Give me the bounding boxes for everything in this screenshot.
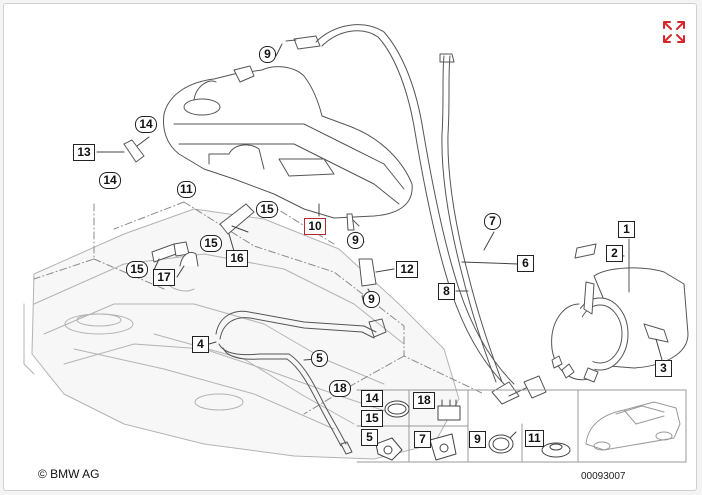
vent-hoses (285, 24, 515, 387)
callout-15-upper[interactable]: 15 (256, 201, 278, 218)
callout-5-detail[interactable]: 5 (361, 429, 378, 446)
callout-15-middle[interactable]: 15 (200, 235, 222, 252)
callout-3[interactable]: 3 (655, 360, 672, 377)
callout-15-left[interactable]: 15 (126, 261, 148, 278)
callout-4[interactable]: 4 (192, 336, 209, 353)
callout-11-detail[interactable]: 11 (525, 430, 544, 447)
expand-arrows-icon[interactable] (661, 19, 687, 45)
clip-parts (375, 399, 571, 461)
callout-8[interactable]: 8 (438, 283, 455, 300)
callout-11[interactable]: 11 (177, 181, 196, 198)
diagram-id: 00093007 (581, 471, 626, 482)
callout-7[interactable]: 7 (484, 213, 501, 230)
clip-detail-box (356, 389, 579, 463)
diagram-frame: 1 2 3 4 5 5 6 7 7 8 9 9 9 9 10 11 11 12 … (3, 3, 697, 491)
callout-6[interactable]: 6 (517, 255, 534, 272)
callout-9-middle[interactable]: 9 (347, 232, 364, 249)
callout-13[interactable]: 13 (73, 144, 95, 161)
carbon-canister-drawing (551, 238, 689, 383)
callout-9-lower[interactable]: 9 (363, 291, 380, 308)
fuel-tank-drawing (23, 208, 460, 460)
callout-5[interactable]: 5 (311, 350, 328, 367)
callout-12[interactable]: 12 (396, 261, 418, 278)
callout-18-detail[interactable]: 18 (413, 392, 435, 409)
callout-17[interactable]: 17 (153, 269, 175, 286)
fuel-line-pipe (215, 310, 387, 455)
callout-9-detail[interactable]: 9 (469, 431, 486, 448)
callout-9-top[interactable]: 9 (259, 46, 276, 63)
vehicle-thumbnail (577, 389, 687, 463)
callout-15-detail[interactable]: 15 (361, 410, 383, 427)
small-hoses (123, 139, 377, 305)
expansion-tank-drawing (163, 65, 413, 227)
hose-connector (491, 375, 547, 405)
callout-7-detail[interactable]: 7 (414, 431, 431, 448)
callout-10[interactable]: 10 (304, 218, 326, 235)
copyright-text: © BMW AG (38, 467, 100, 481)
callout-14-detail[interactable]: 14 (361, 390, 383, 407)
callout-2[interactable]: 2 (606, 245, 623, 262)
callout-14-left[interactable]: 14 (99, 172, 121, 189)
callout-16[interactable]: 16 (226, 250, 248, 267)
callout-18[interactable]: 18 (329, 380, 351, 397)
callout-14-top[interactable]: 14 (135, 116, 157, 133)
callout-1[interactable]: 1 (618, 221, 635, 238)
